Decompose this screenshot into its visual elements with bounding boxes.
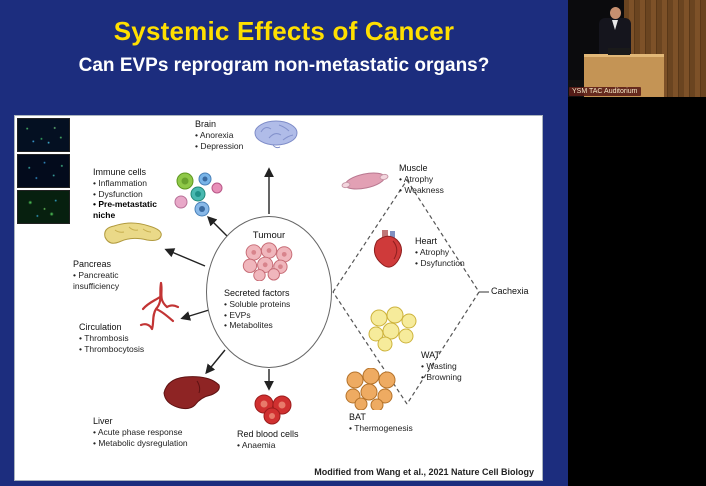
red-blood-cells-label: Red blood cells Anaemia [237, 429, 313, 451]
right-column: YSM TAC Auditorium [568, 0, 706, 486]
slide-title: Systemic Effects of Cancer [113, 16, 455, 46]
organ-item: Browning [421, 372, 477, 383]
diagram-panel: Brain Anorexia Depression Muscle Atrophy… [14, 115, 543, 481]
video-location-label: YSM TAC Auditorium [569, 87, 641, 96]
organ-name: Immune cells [93, 167, 147, 177]
organ-item: Thermogenesis [349, 423, 439, 434]
tumour-icon [242, 242, 293, 282]
organ-name: Circulation [79, 322, 122, 332]
microscopy-image-3 [17, 190, 70, 224]
brain-label: Brain Anorexia Depression [195, 119, 255, 151]
microscopy-image-1 [17, 118, 70, 152]
secreted-factor-item: Metabolites [224, 320, 331, 331]
organ-item: Anorexia [195, 130, 255, 141]
speaker-video-tile[interactable]: YSM TAC Auditorium [568, 0, 706, 97]
speaker-shirt [612, 20, 618, 30]
bat-label: BAT Thermogenesis [349, 412, 439, 434]
organ-item: Pancreatic insufficiency [73, 270, 151, 291]
organ-item: Thrombosis [79, 333, 167, 344]
organ-name: WAT [421, 350, 440, 360]
muscle-label: Muscle Atrophy Weakness [399, 163, 459, 195]
pancreas-label: Pancreas Pancreatic insufficiency [73, 259, 151, 291]
tumour-ellipse: Tumour Secreted fact [206, 216, 332, 368]
organ-name: Muscle [399, 163, 428, 173]
organ-item: Dysfunction [93, 189, 169, 200]
wat-icon [368, 306, 417, 352]
slide-subtitle: Can EVPs reprogram non-metastatic organs… [78, 55, 490, 76]
pancreas-icon [104, 222, 162, 244]
liver-label: Liver Acute phase response Metabolic dys… [93, 416, 221, 448]
secreted-factors-heading: Secreted factors [224, 288, 290, 298]
organ-item: Metabolic dysregulation [93, 438, 221, 449]
bat-icon [345, 368, 396, 410]
organ-item: Depression [195, 141, 255, 152]
circulation-label: Circulation Thrombosis Thrombocytosis [79, 322, 167, 354]
brain-icon [254, 120, 298, 149]
circulation-icon [139, 281, 180, 331]
organ-item: Atrophy [415, 247, 479, 258]
secreted-factor-item: EVPs [224, 310, 331, 321]
organ-name: Brain [195, 119, 217, 129]
organ-item: Weakness [399, 185, 459, 196]
organ-name: Pancreas [73, 259, 112, 269]
organ-item: Pre-metastatic niche [93, 199, 169, 220]
microscopy-image-2 [17, 154, 70, 188]
liver-icon [163, 376, 220, 410]
organ-item: Wasting [421, 361, 477, 372]
organ-item: Acute phase response [93, 427, 221, 438]
organ-item: Anaemia [237, 440, 313, 451]
organ-item: Atrophy [399, 174, 459, 185]
heart-icon [373, 230, 402, 268]
cachexia-label: Cachexia [491, 286, 529, 296]
wat-label: WAT Wasting Browning [421, 350, 477, 382]
organ-name: Heart [415, 236, 438, 246]
organ-item: Dsyfunction [415, 258, 479, 269]
immune-cells-label: Immune cells Inflammation Dysfunction Pr… [93, 167, 169, 220]
immune-cells-icon [174, 172, 223, 217]
organ-name: Red blood cells [237, 429, 299, 439]
heart-label: Heart Atrophy Dsyfunction [415, 236, 479, 268]
secreted-factor-item: Soluble proteins [224, 299, 331, 310]
microscopy-images [17, 118, 70, 226]
muscle-icon [341, 172, 389, 190]
slide-area: Systemic Effects of Cancer Can EVPs repr… [0, 0, 568, 486]
organ-name: BAT [349, 412, 366, 422]
organ-item: Inflammation [93, 178, 169, 189]
organ-item: Thrombocytosis [79, 344, 167, 355]
organ-name: Liver [93, 416, 113, 426]
speaker-head [610, 7, 621, 19]
red-blood-cells-icon [254, 394, 292, 425]
laptop-on-podium [608, 48, 630, 55]
credit-text: Modified from Wang et al., 2021 Nature C… [314, 467, 534, 477]
tumour-title: Tumour [252, 230, 286, 241]
secreted-factors-block: Secreted factors Soluble proteins EVPs M… [207, 288, 331, 331]
